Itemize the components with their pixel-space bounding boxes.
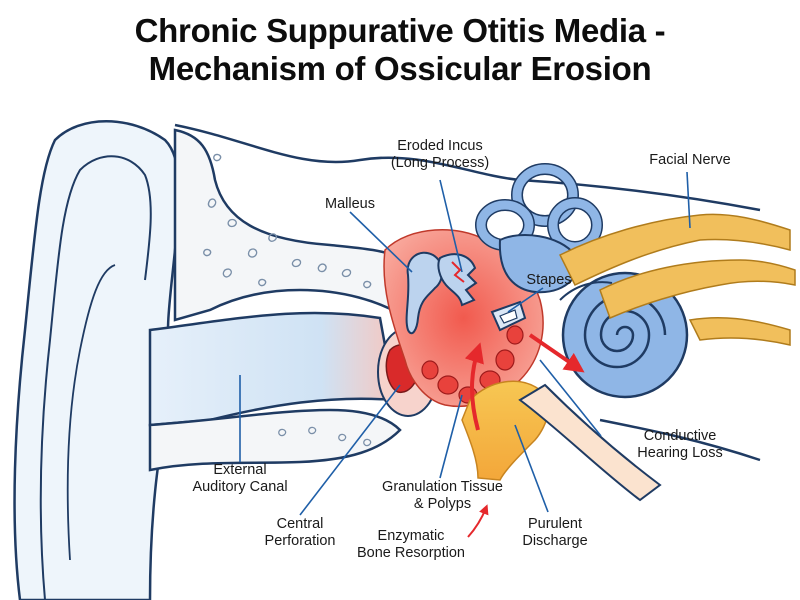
erosion-arrows: [464, 333, 585, 538]
label-enzymatic-line1: Enzymatic: [377, 528, 445, 544]
label-eac-line1: External: [213, 462, 267, 478]
label-central-perforation: Central Perforation: [255, 516, 345, 550]
stapes-bone: [490, 300, 527, 332]
label-perforation-line1: Central: [276, 516, 324, 532]
label-stapes: Stapes: [514, 272, 584, 289]
label-conductive-line1: Conductive: [643, 428, 717, 444]
label-eroded-incus-line2: (Long Process): [390, 155, 490, 171]
inner-ear: [475, 163, 603, 294]
label-stapes-text: Stapes: [526, 272, 572, 288]
label-malleus-text: Malleus: [325, 196, 375, 212]
auditory-canal: [148, 311, 397, 427]
label-enzymatic-line2: Bone Resorption: [356, 545, 465, 561]
label-facial-nerve-text: Facial Nerve: [649, 152, 731, 168]
temporal-bone: [173, 128, 412, 323]
leader-lines: [239, 171, 691, 516]
label-conductive-hearing-loss: Conductive Hearing Loss: [620, 428, 740, 462]
label-external-auditory-canal: External Auditory Canal: [180, 462, 300, 496]
label-eroded-incus-line1: Eroded Incus: [397, 138, 483, 154]
skull-lower-contour: [599, 418, 761, 462]
label-perforation-line2: Perforation: [264, 533, 336, 549]
label-facial-nerve: Facial Nerve: [640, 152, 740, 169]
label-granulation-line1: Granulation Tissue: [382, 479, 503, 495]
label-malleus: Malleus: [310, 196, 390, 213]
title-line-1: Chronic Suppurative Otitis Media -: [134, 12, 666, 49]
malleus-bone: [405, 251, 444, 335]
label-purulent-line2: Discharge: [522, 533, 588, 549]
label-granulation-line2: & Polyps: [413, 496, 472, 512]
skull-contour: [174, 123, 761, 212]
label-granulation-tissue: Granulation Tissue & Polyps: [365, 479, 520, 513]
title-line-2: Mechanism of Ossicular Erosion: [148, 50, 652, 87]
cochlea: [559, 271, 689, 399]
incus-bone: [437, 253, 478, 307]
lower-temporal-bone: [148, 408, 402, 472]
label-eroded-incus: Eroded Incus (Long Process): [372, 138, 508, 172]
label-purulent-discharge: Purulent Discharge: [510, 516, 600, 550]
label-enzymatic-bone-resorption: Enzymatic Bone Resorption: [346, 528, 476, 562]
label-purulent-line1: Purulent: [527, 516, 582, 532]
label-eac-line2: Auditory Canal: [192, 479, 288, 495]
label-conductive-line2: Hearing Loss: [637, 445, 723, 461]
eustachian-tube: [518, 383, 662, 502]
diagram-title: Chronic Suppurative Otitis Media - Mecha…: [0, 12, 800, 88]
facial-nerve: [558, 213, 796, 346]
